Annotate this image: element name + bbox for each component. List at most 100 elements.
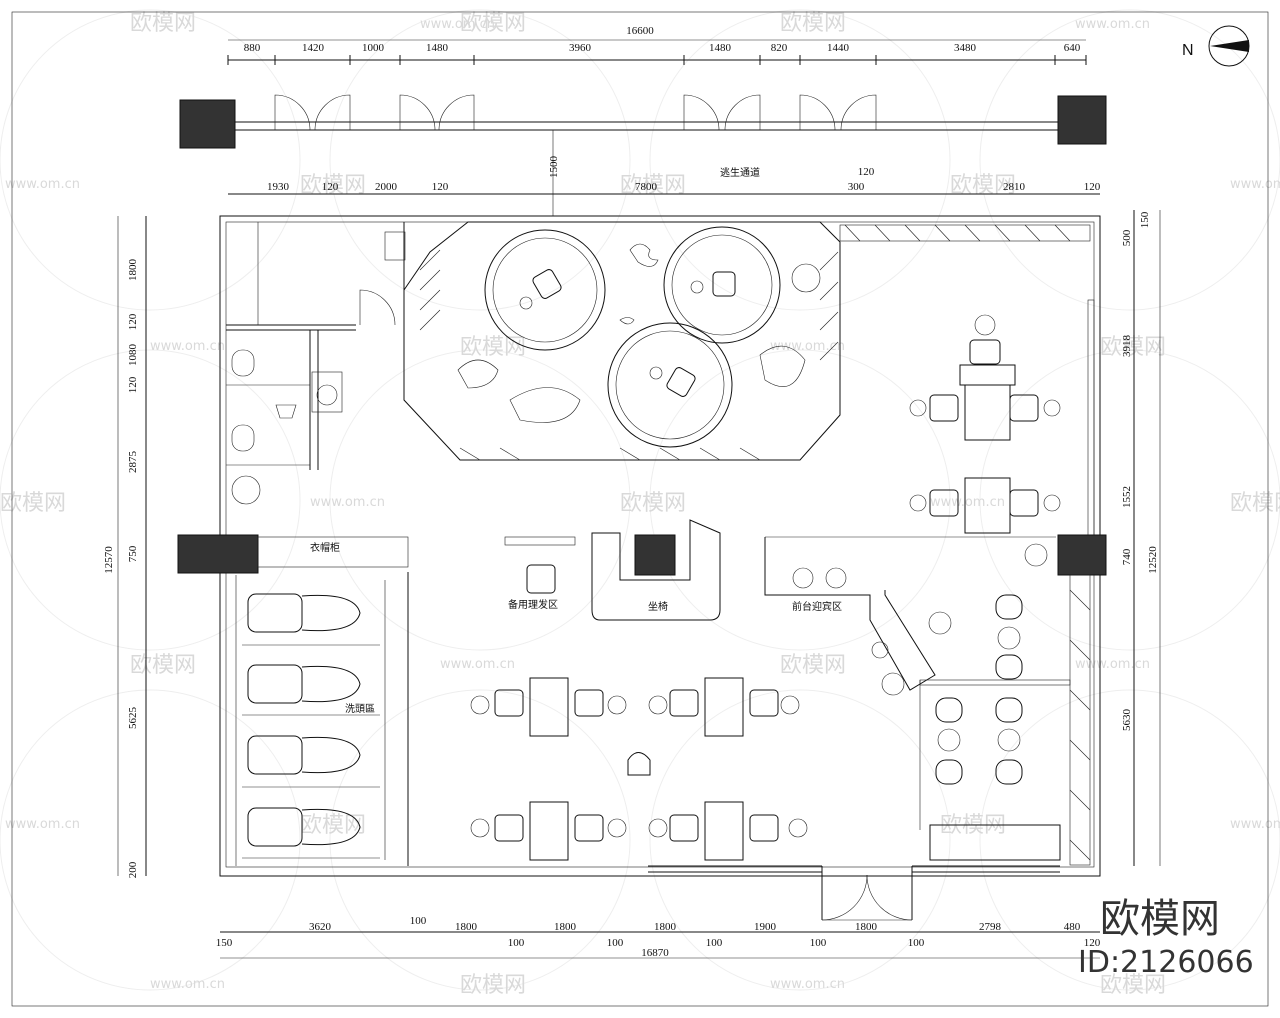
table	[964, 384, 1011, 441]
dim-second: 2000	[375, 181, 398, 193]
dim-bottom-sub: 150	[216, 937, 233, 949]
stepping-stone	[457, 359, 499, 389]
chair	[935, 697, 963, 723]
dim-bottom-sub: 100	[908, 937, 925, 949]
dim-left: 5625	[127, 707, 139, 730]
dim-1500: 1500	[548, 156, 560, 179]
wash-basin	[301, 594, 361, 632]
wash-chair	[247, 807, 303, 847]
watermark-url: www.om.cn	[930, 495, 1005, 510]
watermark-logo: 欧模网	[1230, 491, 1280, 516]
dimension-bottom: 3620 100 1800 1800 1800 1900 1800 2798 4…	[216, 915, 1101, 959]
label-spare-barber-area: 备用理发区	[508, 598, 558, 611]
watermark-logo: 欧模网	[1100, 335, 1166, 360]
urinal	[275, 404, 297, 419]
salon-station	[663, 226, 781, 344]
watermark-logo: 欧模网	[0, 491, 66, 516]
dim-top: 880	[244, 42, 261, 54]
right-upper-zone	[839, 224, 1095, 541]
dim-bottom: 1900	[754, 921, 777, 933]
dim-bottom-sub: 100	[508, 937, 525, 949]
table	[529, 677, 569, 737]
bench	[929, 824, 1061, 861]
stepping-stone	[629, 243, 659, 267]
stepping-stone	[619, 317, 635, 325]
salon-station	[607, 322, 733, 448]
chair	[929, 489, 959, 517]
table	[959, 364, 1016, 386]
watermark-url: www.om.cn	[1075, 657, 1150, 672]
door-swing	[821, 874, 868, 921]
chair	[574, 814, 604, 842]
chair	[935, 759, 963, 785]
table	[529, 801, 569, 861]
label-wash-area: 洗頭區	[345, 703, 375, 715]
watermark-url: www.om.cn	[5, 817, 80, 832]
north-arrow: N	[1182, 25, 1250, 67]
watermark-logo: 欧模网	[460, 11, 526, 36]
column	[634, 534, 676, 576]
watermark-url: www.om.cn	[1230, 817, 1280, 832]
chair	[1009, 394, 1039, 422]
dim-bottom: 1800	[554, 921, 577, 933]
entrance	[648, 865, 1060, 921]
dim-second: 1930	[267, 181, 290, 193]
wash-basin	[301, 808, 361, 846]
door-swing	[438, 94, 475, 131]
dim-bottom: 100	[410, 915, 427, 927]
door-swing	[359, 289, 396, 326]
door-swing	[799, 94, 836, 131]
column	[177, 534, 259, 574]
dim-top-total: 16600	[626, 25, 654, 37]
sofa-seat	[591, 519, 721, 621]
dim-right-total: 12520	[1147, 546, 1159, 574]
dim-right: 500	[1121, 229, 1133, 246]
watermark-logo: 欧模网	[130, 653, 196, 678]
chair	[1009, 489, 1039, 517]
dim-left: 120	[127, 376, 139, 393]
restroom-area	[226, 222, 406, 505]
chair	[532, 269, 562, 299]
facade-doors	[179, 94, 1107, 149]
dim-top: 820	[771, 42, 788, 54]
chair	[749, 814, 779, 842]
dim-left: 750	[127, 545, 139, 562]
plant	[1024, 543, 1048, 567]
chair	[929, 394, 959, 422]
watermark-url: www.om.cn	[440, 657, 515, 672]
wash-basin	[301, 736, 361, 774]
watermark-url: www.om.cn	[1230, 177, 1280, 192]
dim-top: 1480	[426, 42, 449, 54]
chair	[494, 814, 524, 842]
watermark-url: www.om.cn	[5, 177, 80, 192]
table	[704, 677, 744, 737]
salon-station	[484, 229, 606, 351]
chair	[995, 697, 1023, 723]
dim-second: 7800	[635, 181, 658, 193]
wash-chair	[247, 664, 303, 704]
dim-bottom: 2798	[979, 921, 1002, 933]
dim-top: 1000	[362, 42, 385, 54]
mid-structures: 衣帽柜 备用理发区 坐椅	[177, 519, 1107, 621]
stool	[627, 752, 651, 776]
chair	[995, 594, 1023, 620]
north-label: N	[1182, 42, 1194, 59]
dim-right: 150	[1139, 211, 1151, 228]
dim-left: 1800	[127, 259, 139, 282]
column	[179, 99, 236, 149]
stepping-stone	[759, 345, 806, 387]
wash-basin	[301, 665, 361, 703]
brand-id: ID:2126066	[1078, 945, 1254, 980]
watermark-url: www.om.cn	[150, 339, 225, 354]
watermark-logo: 欧模网	[780, 11, 846, 36]
watermark-url: www.om.cn	[310, 495, 385, 510]
drawing-frame	[11, 11, 1269, 1007]
watermark-url: www.om.cn	[770, 977, 845, 992]
watermark-logo: 欧模网	[130, 11, 196, 36]
dim-left: 200	[127, 861, 139, 878]
watermark-logo: 欧模网	[460, 973, 526, 998]
label-wardrobe: 衣帽柜	[310, 541, 340, 554]
chair	[666, 367, 696, 397]
dim-bottom-sub: 100	[607, 937, 624, 949]
dim-second: 300	[848, 181, 865, 193]
